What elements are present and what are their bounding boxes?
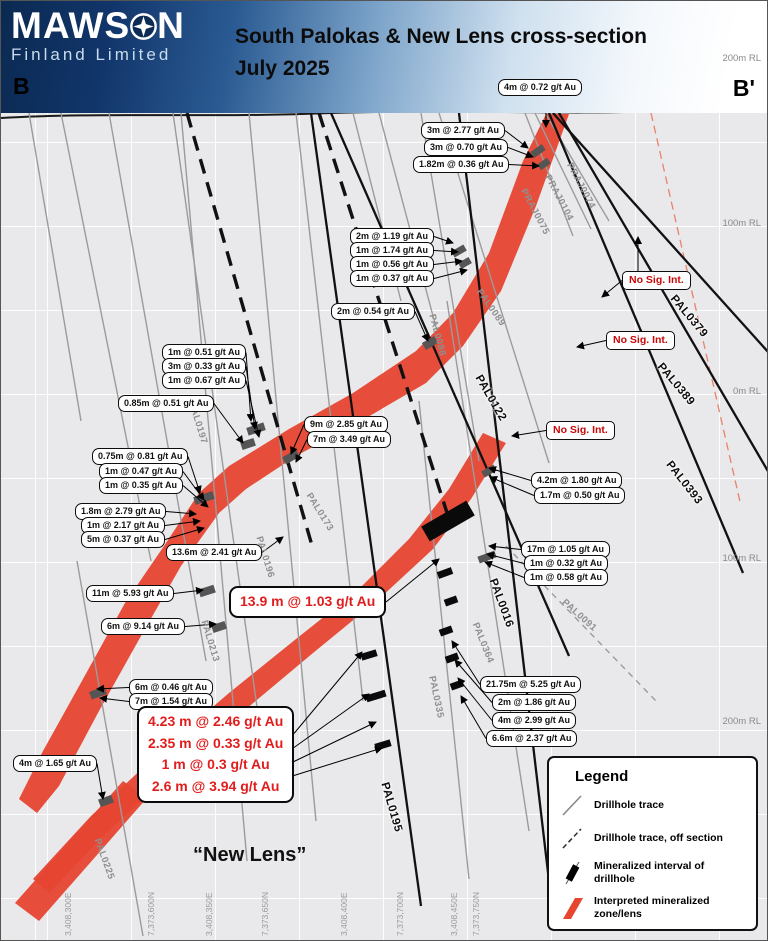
assay-callout: 2m @ 1.86 g/t Au xyxy=(492,694,576,711)
assay-callout: 11m @ 5.93 g/t Au xyxy=(86,585,175,602)
drillhole-label: PAL0173 xyxy=(303,491,336,534)
legend-item: Drillhole trace, off section xyxy=(559,827,746,851)
grid-coordinate-label: 7,373,650N xyxy=(260,892,270,936)
grid-coordinate-label: 7,373,700N xyxy=(395,892,405,936)
assay-callout: 4m @ 0.72 g/t Au xyxy=(498,79,582,96)
assay-callout: 1m @ 0.37 g/t Au xyxy=(350,270,434,287)
mineralized-zone-icon xyxy=(559,896,585,920)
page-title: South Palokas & New Lens cross-section J… xyxy=(235,21,647,84)
assay-callout: 1.82m @ 0.36 g/t Au xyxy=(413,156,510,173)
mawson-logo-o-icon xyxy=(130,13,158,40)
assay-callout: 0.85m @ 0.51 g/t Au xyxy=(118,395,215,412)
drillhole-label: PAL0364 xyxy=(469,621,497,665)
no-significant-interval-callout: No Sig. Int. xyxy=(622,271,691,290)
assay-callout: 3m @ 0.70 g/t Au xyxy=(424,139,508,156)
drillhole-label: PAL0335 xyxy=(426,675,446,720)
elevation-label: 200m RL xyxy=(722,716,761,727)
assay-callout: 21.75m @ 5.25 g/t Au xyxy=(480,676,582,693)
grid-coordinate-label: 3,408,450E xyxy=(449,892,459,936)
assay-callout: 6.6m @ 2.37 g/t Au xyxy=(486,730,578,747)
assay-callout: 1.7m @ 0.50 g/t Au xyxy=(534,487,626,504)
drillhole-trace-icon xyxy=(559,794,585,818)
assay-callout: 1m @ 0.67 g/t Au xyxy=(162,372,246,389)
legend-item-label: Drillhole trace, off section xyxy=(594,832,723,845)
no-significant-interval-callout: No Sig. Int. xyxy=(546,421,615,440)
drillhole-label: PAL0389 xyxy=(654,361,697,408)
elevation-label: 0m RL xyxy=(733,386,761,397)
elevation-label: 100m RL xyxy=(722,553,761,564)
assay-callout: 4m @ 1.65 g/t Au xyxy=(13,755,97,772)
drillhole-label: PAL0016 xyxy=(486,577,516,630)
legend-title: Legend xyxy=(575,768,629,785)
drillhole-label: PAL0122 xyxy=(472,373,509,424)
legend-item: Interpreted mineralized zone/lens xyxy=(559,895,746,921)
drillhole-label: PRAJ0104 xyxy=(542,173,576,223)
assay-callout: 6m @ 9.14 g/t Au xyxy=(101,618,185,635)
grid-coordinate-label: 7,373,750N xyxy=(471,892,481,936)
drillhole-label: PAL0195 xyxy=(378,781,405,834)
assay-callout: 3m @ 2.77 g/t Au xyxy=(421,122,505,139)
drillhole-label: PAL0091 xyxy=(559,597,599,634)
drillhole-label: PRAJ0074 xyxy=(564,161,598,211)
new-lens-label: “New Lens” xyxy=(193,844,307,866)
assay-line: 4.23 m @ 2.46 g/t Au xyxy=(148,713,284,729)
elevation-label: 200m RL xyxy=(722,53,761,64)
assay-line: 1 m @ 0.3 g/t Au xyxy=(161,756,270,773)
drillhole-label: PAL0088 xyxy=(426,313,449,358)
legend-item: Drillhole trace xyxy=(559,794,746,818)
assay-callout: 1m @ 0.35 g/t Au xyxy=(99,477,183,494)
grid-coordinate-label: 3,408,400E xyxy=(339,892,349,936)
drillhole-trace-off-section-icon xyxy=(559,827,585,851)
assay-callout: 1m @ 0.58 g/t Au xyxy=(524,569,608,586)
legend-item-label: Drillhole trace xyxy=(594,799,665,812)
elevation-label: 100m RL xyxy=(722,218,761,229)
legend-item-label: Mineralized interval of drillhole xyxy=(594,860,705,886)
logo-subtitle: Finland Limited xyxy=(11,45,172,64)
no-significant-interval-callout: No Sig. Int. xyxy=(606,331,675,350)
title-line2: July 2025 xyxy=(235,56,330,80)
drillhole-label: PAL0393 xyxy=(663,459,705,507)
section-marker-b-prime: B' xyxy=(732,75,755,101)
title-line1: South Palokas & New Lens cross-section xyxy=(235,25,647,48)
grid-coordinate-label: 3,408,300E xyxy=(63,892,73,936)
assay-callout: 5m @ 0.37 g/t Au xyxy=(81,531,165,548)
drillhole-label: PRAJ0075 xyxy=(518,187,552,237)
assay-line: 2.35 m @ 0.33 g/t Au xyxy=(148,734,284,751)
grid-coordinate-label: 3,408,350E xyxy=(204,892,214,936)
mineralized-interval-icon xyxy=(559,861,585,885)
highlighted-assay-callout: 13.9 m @ 1.03 g/t Au xyxy=(229,586,387,618)
section-marker-b: B xyxy=(13,73,30,99)
drillhole-label: PAL0213 xyxy=(198,619,222,664)
grid-coordinate-label: 7,373,600N xyxy=(146,892,156,936)
legend-item-label: Interpreted mineralized zone/lens xyxy=(594,895,710,921)
assay-line: 2.6 m @ 3.94 g/t Au xyxy=(151,778,280,795)
assay-callout: 4m @ 2.99 g/t Au xyxy=(492,712,576,729)
assay-callout: 2m @ 0.54 g/t Au xyxy=(331,303,415,320)
assay-callout: 7m @ 3.49 g/t Au xyxy=(307,431,391,448)
assay-callout: 13.6m @ 2.41 g/t Au xyxy=(166,544,263,561)
legend-item: Mineralized interval of drillhole xyxy=(559,860,746,886)
drillhole-label: PAL0089 xyxy=(473,287,508,329)
drillhole-label: PAL0225 xyxy=(91,837,117,882)
highlighted-assay-callout: 4.23 m @ 2.46 g/t Au 2.35 m @ 0.33 g/t Au… xyxy=(137,706,295,803)
